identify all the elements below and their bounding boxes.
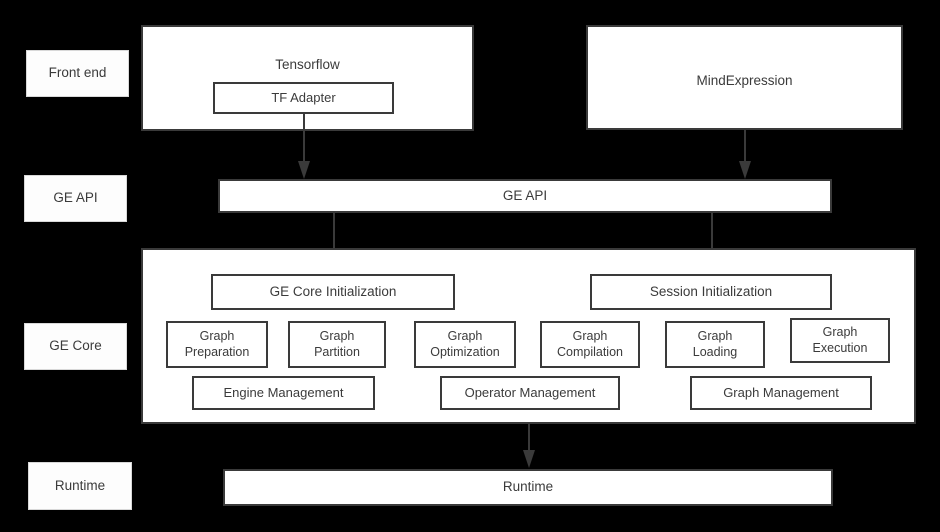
module-graph-preparation-label: Graph Preparation xyxy=(184,329,250,359)
module-graph-execution[interactable]: Graph Execution xyxy=(790,318,890,363)
connector-ge-core-to-runtime xyxy=(521,424,537,470)
session-initialization-box[interactable]: Session Initialization xyxy=(590,274,832,310)
module-graph-partition[interactable]: Graph Partition xyxy=(288,321,386,368)
ge-api-bar[interactable]: GE API xyxy=(218,179,832,213)
module-graph-optimization[interactable]: Graph Optimization xyxy=(414,321,516,368)
engine-management-box[interactable]: Engine Management xyxy=(192,376,375,410)
tensorflow-title: Tensorflow xyxy=(275,57,340,72)
layer-label-ge-core-text: GE Core xyxy=(49,338,102,354)
runtime-bar[interactable]: Runtime xyxy=(223,469,833,506)
ge-core-initialization-box[interactable]: GE Core Initialization xyxy=(211,274,455,310)
layer-label-runtime-text: Runtime xyxy=(54,477,106,493)
layer-label-ge-api-text: GE API xyxy=(53,190,98,206)
module-graph-partition-label: Graph Partition xyxy=(314,329,360,359)
ge-api-bar-label: GE API xyxy=(502,187,548,203)
session-initialization-label: Session Initialization xyxy=(649,283,773,299)
module-graph-execution-label: Graph Execution xyxy=(812,325,868,355)
graph-management-label: Graph Management xyxy=(723,385,839,401)
ge-core-initialization-label: GE Core Initialization xyxy=(269,283,397,299)
layer-label-ge-core: GE Core xyxy=(24,323,127,370)
layer-label-ge-api: GE API xyxy=(24,175,127,222)
module-graph-compilation-label: Graph Compilation xyxy=(556,329,623,359)
module-graph-loading-label: Graph Loading xyxy=(692,329,738,359)
operator-management-label: Operator Management xyxy=(464,385,596,401)
layer-label-front-end: Front end xyxy=(26,50,129,97)
connector-mindexpression-to-ge-api xyxy=(737,130,753,181)
tf-adapter-box[interactable]: TF Adapter xyxy=(213,82,394,114)
mindexpression-title: MindExpression xyxy=(696,73,793,88)
module-graph-preparation[interactable]: Graph Preparation xyxy=(166,321,268,368)
module-graph-loading[interactable]: Graph Loading xyxy=(665,321,765,368)
module-graph-compilation[interactable]: Graph Compilation xyxy=(540,321,640,368)
runtime-bar-label: Runtime xyxy=(502,479,554,495)
operator-management-box[interactable]: Operator Management xyxy=(440,376,620,410)
module-graph-optimization-label: Graph Optimization xyxy=(430,329,500,359)
mindexpression-container: MindExpression xyxy=(586,25,903,130)
engine-management-label: Engine Management xyxy=(223,385,344,401)
connector-tf-adapter-to-ge-api xyxy=(296,113,312,181)
layer-label-front-end-text: Front end xyxy=(48,65,107,81)
tf-adapter-label: TF Adapter xyxy=(271,90,336,106)
layer-label-runtime: Runtime xyxy=(28,462,132,510)
graph-management-box[interactable]: Graph Management xyxy=(690,376,872,410)
